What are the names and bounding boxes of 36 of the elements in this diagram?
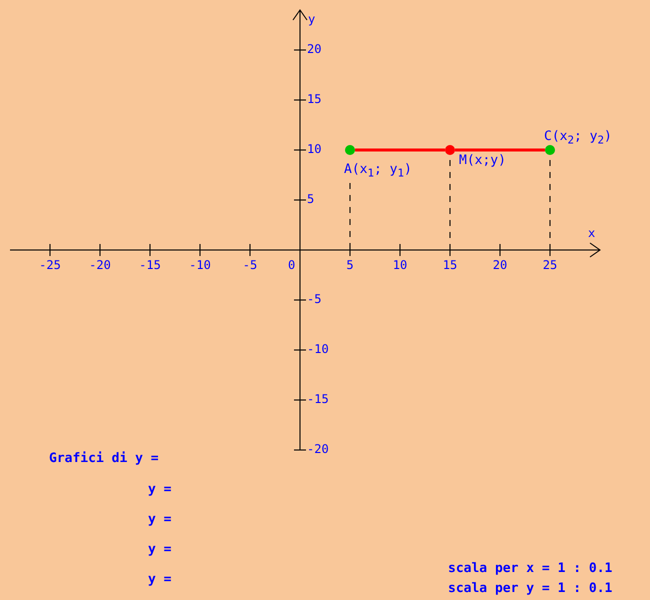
point-dot [345, 145, 355, 155]
point-label: M(x;y) [459, 153, 506, 168]
point-label: C(x$_{2}$; y$_{2}$) [544, 129, 612, 148]
point-dot [445, 145, 455, 155]
tick-label: 5 [307, 192, 314, 207]
tick-label: 10 [307, 142, 322, 157]
graph-list-label: y = [148, 512, 172, 527]
graph-list-label: Grafici di y = [49, 451, 159, 466]
tick-label: 5 [346, 258, 354, 273]
graph-list-label: y = [148, 572, 172, 587]
graph-list-label: y = [148, 482, 172, 497]
tick-label: -20 [89, 258, 111, 273]
tick-label: -10 [307, 342, 329, 357]
graph-list-label: y = [148, 542, 172, 557]
tick-label: 10 [392, 258, 408, 273]
tick-label: 15 [442, 258, 458, 273]
tick-label: 15 [307, 92, 322, 107]
tick-label: 20 [492, 258, 508, 273]
axis-label: y [308, 12, 316, 27]
segment-line [355, 148, 445, 152]
tick-label: -25 [39, 258, 61, 273]
scale-note: scala per x = 1 : 0.1 [448, 561, 612, 576]
tick-label: -5 [307, 292, 322, 307]
segment-line [455, 148, 545, 152]
axis-label: x [588, 226, 596, 241]
scale-note: scala per y = 1 : 0.1 [448, 581, 612, 596]
tick-label: -5 [242, 258, 258, 273]
tick-label: -15 [139, 258, 161, 273]
point-dot [545, 145, 555, 155]
tick-label: 0 [288, 258, 296, 273]
tick-label: -10 [189, 258, 211, 273]
tick-label: -15 [307, 392, 329, 407]
point-label: A(x$_{1}$; y$_{1}$) [344, 162, 412, 181]
tick-label: -20 [307, 442, 329, 457]
tick-label: 25 [542, 258, 558, 273]
tick-label: 20 [307, 42, 322, 57]
